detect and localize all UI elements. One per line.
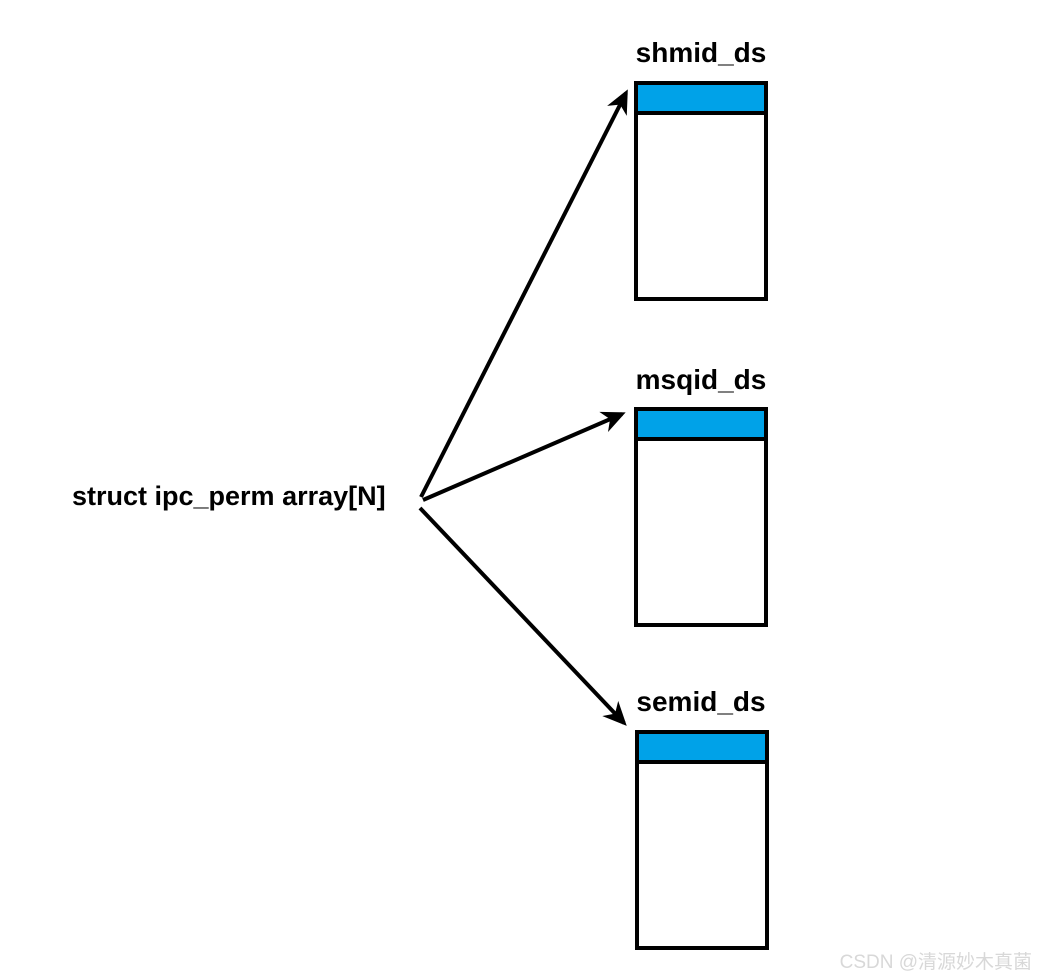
source-label: struct ipc_perm array[N] bbox=[72, 481, 386, 511]
shmid_ds-ipc-perm-field bbox=[634, 81, 768, 115]
arrow-to-semid_ds bbox=[418, 506, 627, 726]
msqid_ds-title: msqid_ds bbox=[636, 364, 767, 395]
arrow-to-shmid_ds bbox=[419, 89, 628, 498]
msqid_ds-ipc-perm-field bbox=[634, 407, 768, 441]
watermark: CSDN @清源妙木真菌 bbox=[840, 951, 1032, 973]
shmid_ds-struct: shmid_ds bbox=[634, 37, 768, 301]
semid_ds-box bbox=[635, 730, 769, 950]
semid_ds-ipc-perm-field bbox=[635, 730, 769, 764]
msqid_ds-box bbox=[634, 407, 768, 627]
semid_ds-title: semid_ds bbox=[636, 686, 765, 717]
arrow-to-msqid_ds bbox=[422, 411, 626, 502]
msqid_ds-struct: msqid_ds bbox=[634, 364, 768, 627]
shmid_ds-title: shmid_ds bbox=[636, 37, 767, 68]
shmid_ds-box bbox=[634, 81, 768, 301]
semid_ds-struct: semid_ds bbox=[635, 686, 769, 950]
